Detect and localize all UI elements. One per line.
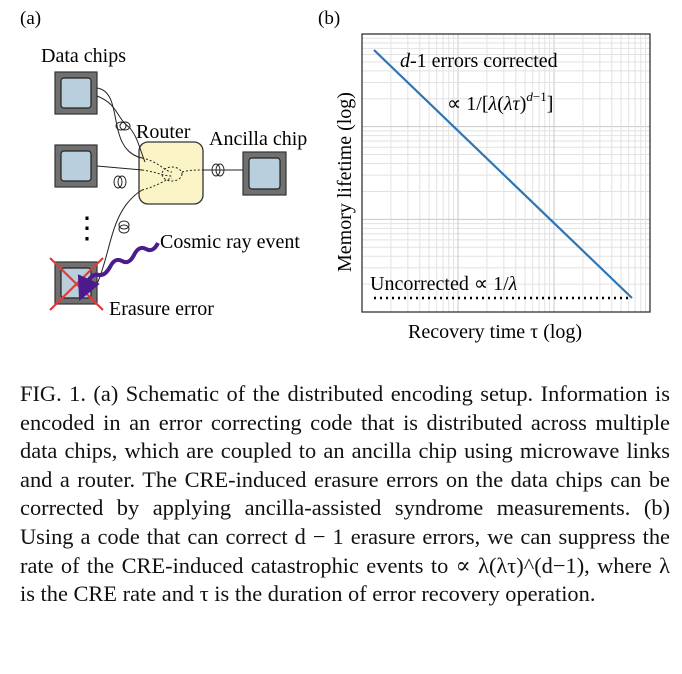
cosmic-ray-label: Cosmic ray event	[160, 231, 300, 253]
ancilla-chip	[242, 151, 287, 196]
router-box	[138, 141, 204, 205]
figure-caption: FIG. 1. (a) Schematic of the distributed…	[20, 380, 670, 609]
caption-text: (a) Schematic of the distributed encodin…	[20, 381, 670, 607]
cosmic-ray-wave-icon	[77, 242, 160, 301]
y-axis-label: Memory lifetime (log)	[334, 92, 356, 272]
router-internal-paths	[141, 157, 204, 191]
uncorrected-label: Uncorrected ∝ 1/λ	[370, 273, 518, 295]
panel-a-label: (a)	[20, 8, 41, 29]
erased-data-chip	[49, 257, 104, 311]
link-chip2-router	[96, 165, 143, 171]
ancilla-chip-label: Ancilla chip	[209, 128, 307, 150]
erasure-error-label: Erasure error	[109, 298, 214, 320]
lifetime-chart	[361, 33, 651, 313]
data-chips-label: Data chips	[41, 45, 126, 67]
x-axis-label: Recovery time τ (log)	[408, 321, 582, 343]
data-chip-1	[54, 71, 98, 115]
caption-prefix: FIG. 1.	[20, 381, 86, 406]
corrected-formula: ∝ 1/[λ(λτ)d−1]	[447, 89, 553, 115]
series-corrected-line	[373, 49, 633, 299]
chart-grid	[361, 34, 650, 313]
chart-frame	[361, 33, 651, 313]
figure-1: (a) Data chips ⋮ Router	[20, 8, 651, 343]
ellipsis: ⋮	[72, 211, 102, 246]
router-label: Router	[136, 121, 191, 143]
link-chip1-router	[96, 87, 143, 159]
link-chip3-router	[96, 189, 143, 285]
data-chip-2	[54, 144, 98, 188]
corrected-label: d-1 errors corrected	[400, 50, 558, 72]
panel-b-label: (b)	[318, 8, 340, 29]
